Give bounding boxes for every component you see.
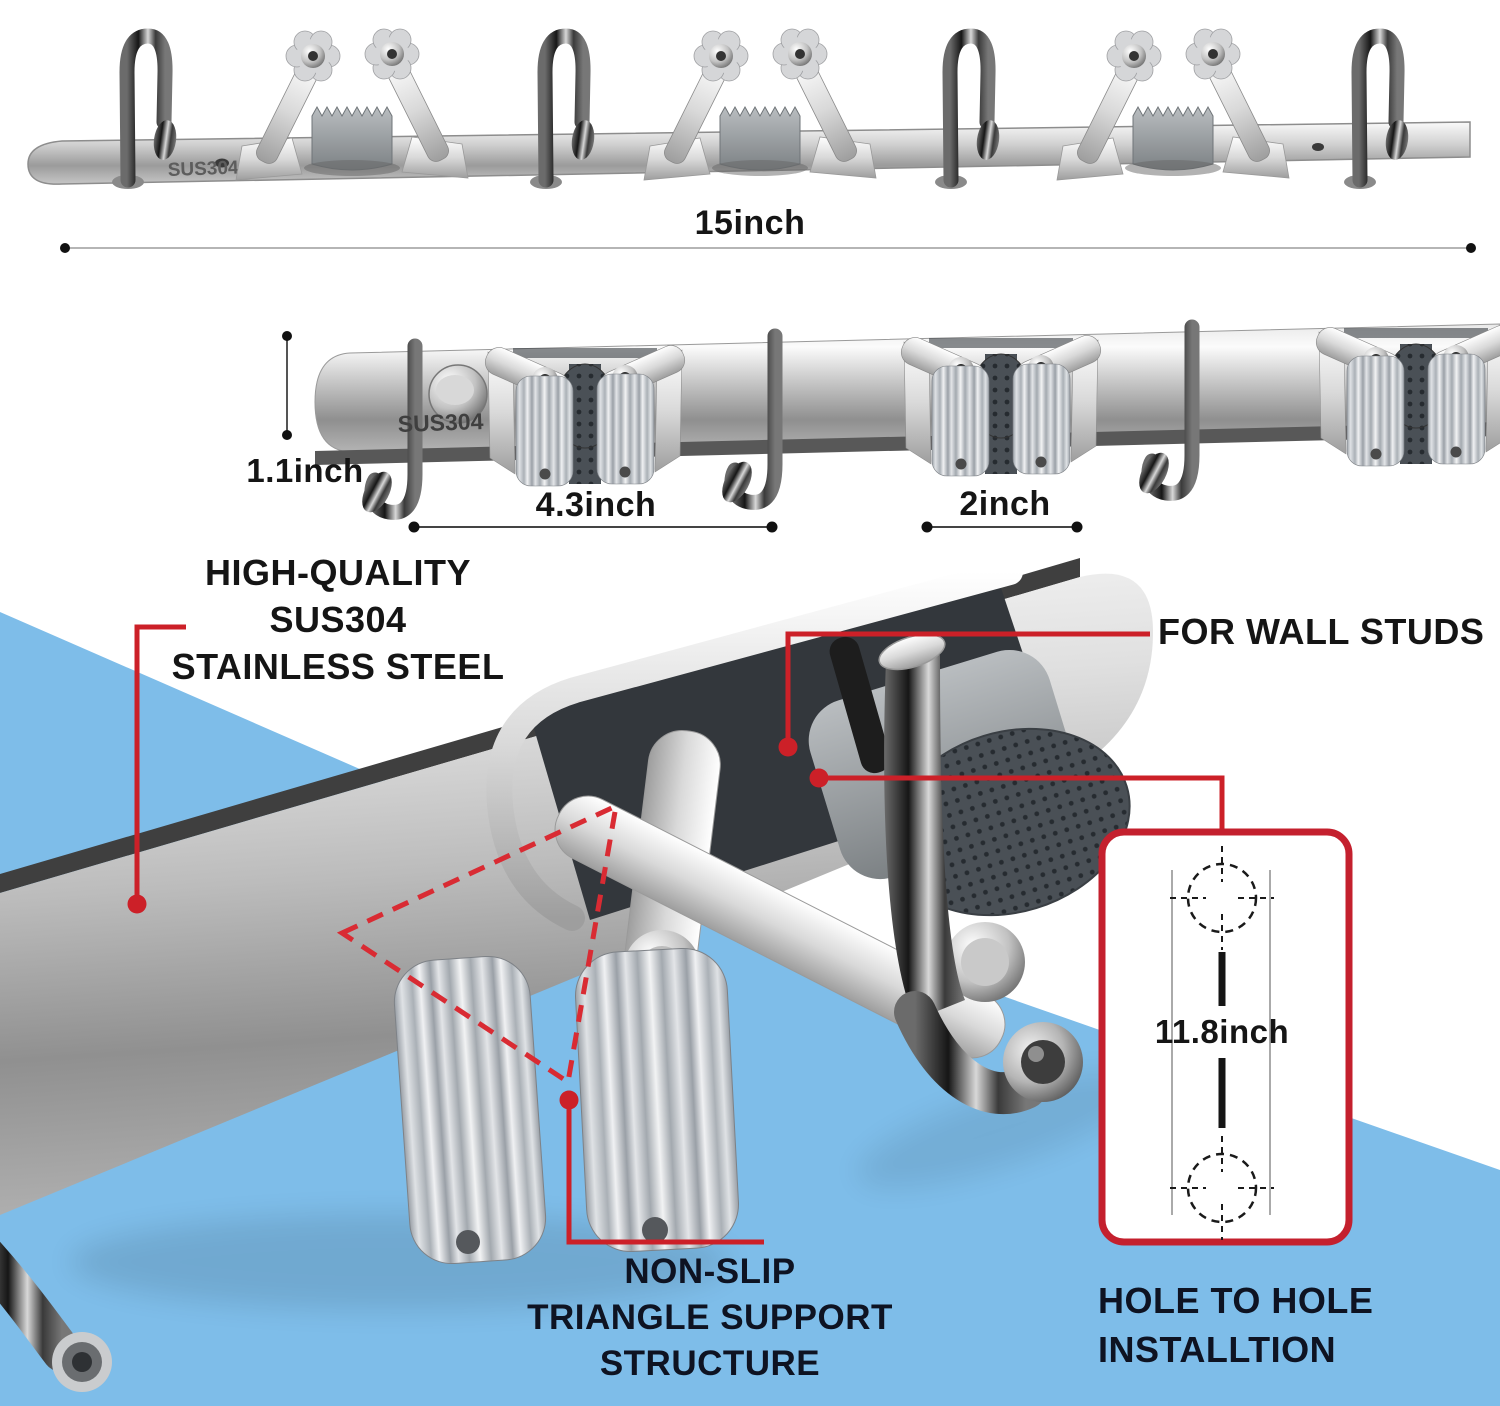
hook-shadow	[856, 1072, 1144, 1188]
gripper-clamp-1	[235, 28, 469, 181]
dimension-label-hook-spacing: 4.3inch	[535, 486, 657, 524]
nonslip-callout: NON-SLIP TRIANGLE SUPPORT STRUCTURE	[460, 1249, 960, 1387]
nonslip-line-2: TRIANGLE SUPPORT	[527, 1298, 893, 1337]
material-callout-line	[134, 624, 186, 900]
dimension-lines	[60, 243, 1476, 533]
product-shadow	[70, 1214, 730, 1310]
crosshair-ticks	[1170, 846, 1274, 1240]
closeup-hook	[829, 633, 1083, 1115]
corner-hook-fragment	[0, 1241, 112, 1392]
right-screw-hole	[1312, 143, 1324, 151]
hole-spacing-callout-line	[819, 775, 1225, 830]
bottom-hole-circle	[1186, 1152, 1258, 1224]
material-line-2: SUS304	[269, 599, 407, 640]
install-line-2: INSTALLTION	[1098, 1329, 1337, 1370]
gripper-clamp-3	[1056, 28, 1290, 181]
top-hole-circle	[1186, 862, 1258, 934]
left-screw-hole	[215, 158, 229, 168]
side-view: SUS304	[314, 321, 1500, 517]
detail-box-frame	[1098, 828, 1353, 1246]
wall-studs-callout-line	[785, 631, 1150, 740]
engraving-front: SUS304	[167, 158, 239, 181]
hole-circles	[1186, 862, 1258, 1224]
installation-callout: HOLE TO HOLE INSTALLTION	[1098, 1276, 1438, 1374]
material-callout: HIGH-QUALITY SUS304 STAINLESS STEEL	[128, 549, 548, 690]
right-rubber-roller	[574, 947, 740, 1253]
wall-studs-callout: FOR WALL STUDS	[1158, 611, 1485, 652]
engraving-side: SUS304	[397, 408, 484, 437]
left-rubber-roller	[393, 955, 547, 1265]
triangle-support-annotation	[336, 801, 620, 1087]
front-view: SUS304	[27, 28, 1471, 189]
dimension-label-total-width: 15inch	[694, 204, 806, 242]
gripper-clamp-2	[643, 28, 877, 181]
closeup-view	[0, 558, 1154, 1392]
dimension-label-bar-height: 1.1inch	[246, 452, 364, 489]
install-line-1: HOLE TO HOLE	[1098, 1280, 1374, 1321]
red-callouts	[127, 624, 1225, 1245]
nonslip-line-3: STRUCTURE	[599, 1344, 821, 1383]
nonslip-line-1: NON-SLIP	[624, 1252, 796, 1291]
dimension-label-hole-to-hole: 11.8inch	[1154, 1013, 1290, 1050]
hole-to-hole-box	[1098, 828, 1353, 1246]
left-lever-arm	[554, 795, 1006, 1059]
clamp-sheet-rim	[486, 559, 1023, 931]
nonslip-callout-line	[566, 1100, 764, 1245]
dimension-label-gripper-width: 2inch	[959, 485, 1051, 523]
material-line-3: STAINLESS STEEL	[171, 646, 505, 687]
wall-hook-4	[1344, 36, 1411, 189]
material-line-1: HIGH-QUALITY	[205, 552, 471, 593]
